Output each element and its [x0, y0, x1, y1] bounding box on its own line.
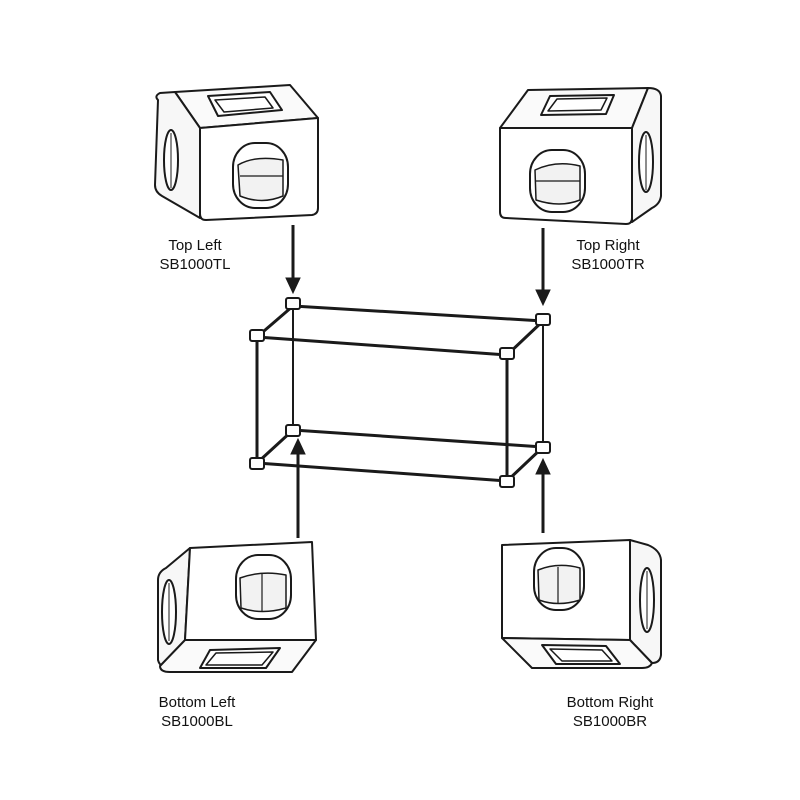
bottom-left-name: Bottom Left [158, 694, 236, 711]
top-right-name: Top Right [576, 237, 640, 254]
container-frame [255, 304, 545, 483]
bottom-right-name: Bottom Right [566, 694, 654, 711]
bottom-right-code: SB1000BR [572, 713, 648, 730]
bottom-right-label: Bottom Right SB1000BR [520, 693, 700, 731]
bottom-left-casting-icon [157, 541, 317, 673]
bottom-right-casting-icon [501, 539, 662, 669]
top-left-name: Top Left [168, 237, 222, 254]
top-right-label: Top Right SB1000TR [518, 236, 698, 274]
bottom-left-code: SB1000BL [161, 713, 233, 730]
top-left-label: Top Left SB1000TL [105, 236, 285, 274]
frame-corner-blocks [249, 297, 551, 488]
arrow-top-right-icon [535, 228, 551, 307]
top-left-code: SB1000TL [159, 256, 231, 273]
arrow-bottom-right-icon [535, 457, 551, 533]
top-left-casting-icon [154, 84, 319, 221]
arrow-bottom-left-icon [290, 437, 306, 538]
top-right-code: SB1000TR [571, 256, 645, 273]
arrow-top-left-icon [285, 225, 301, 295]
bottom-left-label: Bottom Left SB1000BL [107, 693, 287, 731]
top-right-casting-icon [499, 87, 662, 225]
